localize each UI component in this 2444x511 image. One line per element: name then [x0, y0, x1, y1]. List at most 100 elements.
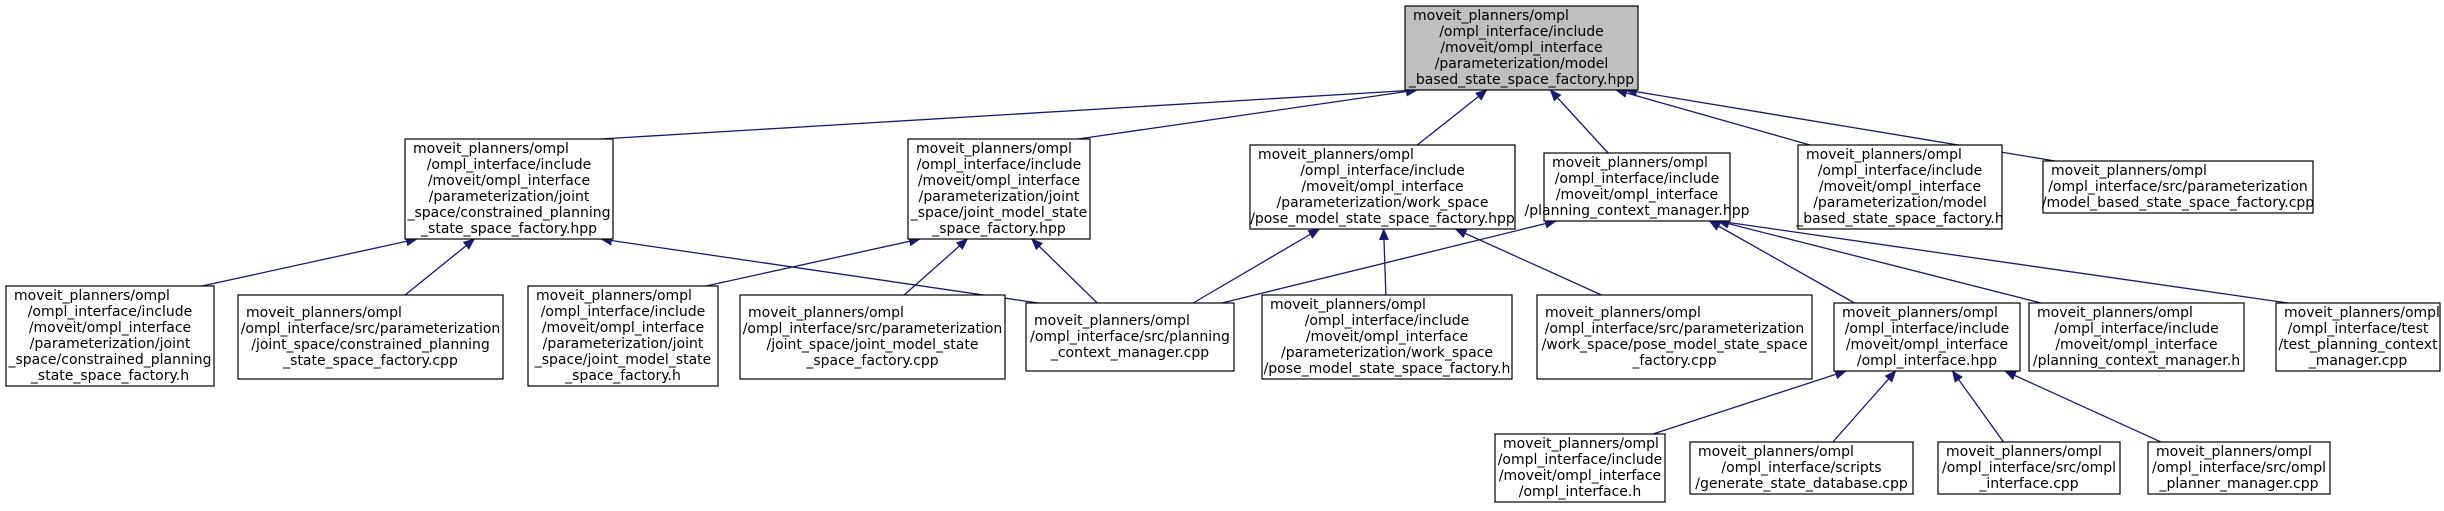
node-label-line: moveit_planners/ompl	[1503, 436, 1659, 452]
node-label-line: /moveit/ompl_interface	[1846, 337, 2008, 353]
node-box	[2028, 302, 2245, 372]
node-label-line: /generate_state_database.cpp	[1695, 476, 1908, 492]
node-pose_model_hpp[interactable]: moveit_planners/ompl/ompl_interface/incl…	[1249, 144, 1516, 230]
edge-joint_model_hpp-to-root	[1077, 86, 1418, 140]
node-box	[1025, 302, 1235, 372]
node-box	[907, 138, 1091, 240]
node-joint_model_h[interactable]: moveit_planners/ompl/ompl_interface/incl…	[527, 285, 719, 387]
node-ompl_interface_h[interactable]: moveit_planners/ompl/ompl_interface/incl…	[1494, 433, 1666, 503]
node-planning_context_manager_cpp[interactable]: moveit_planners/ompl/ompl_interface/src/…	[1025, 302, 1235, 372]
node-ompl_planner_manager[interactable]: moveit_planners/ompl/ompl_interface/src/…	[2147, 441, 2331, 495]
node-constrained_hpp[interactable]: moveit_planners/ompl/ompl_interface/incl…	[404, 138, 614, 240]
node-label-line: moveit_planners/ompl	[2051, 163, 2207, 179]
node-box	[739, 294, 1006, 380]
edge-constrained_h-to-constrained_hpp	[201, 236, 418, 287]
edge-planning_context_manager_cpp-to-joint_model_hpp	[1031, 238, 1098, 304]
node-constrained_cpp[interactable]: moveit_planners/ompl/ompl_interface/src/…	[237, 294, 504, 380]
node-label-line: /parameterization/work_space	[1277, 195, 1489, 211]
node-label-line: /ompl_interface/include	[1845, 321, 2010, 337]
node-ompl_interface_cpp[interactable]: moveit_planners/ompl/ompl_interface/src/…	[1937, 441, 2121, 495]
node-label-line: /parameterization/joint	[919, 189, 1080, 205]
node-label-line: _space_factory.hpp	[931, 221, 1066, 237]
node-label-line: /moveit/ompl_interface	[428, 173, 590, 189]
edge-pose_model_h-to-pose_model_hpp	[1379, 228, 1389, 296]
node-label-line: /parameterization/joint	[429, 189, 590, 205]
node-joint_model_hpp[interactable]: moveit_planners/ompl/ompl_interface/incl…	[907, 138, 1091, 240]
node-label-line: /moveit/ompl_interface	[1306, 329, 1468, 345]
node-label-line: /parameterization/model	[1435, 56, 1609, 72]
node-label-line: /moveit/ompl_interface	[1499, 468, 1661, 484]
node-label-line: /test_planning_context	[2278, 337, 2438, 353]
node-label-line: /joint_space/constrained_planning	[251, 337, 489, 353]
edge-planning_context_manager_hpp-to-root	[1549, 89, 1609, 154]
node-box	[404, 138, 614, 240]
node-constrained_h[interactable]: moveit_planners/ompl/ompl_interface/incl…	[5, 285, 215, 387]
node-planning_context_manager_hpp[interactable]: moveit_planners/ompl/ompl_interface/incl…	[1525, 152, 1750, 222]
node-test_planning_context_manager[interactable]: moveit_planners/ompl/ompl_interface/test…	[2275, 302, 2441, 372]
node-label-line: /parameterization/work_space	[1281, 345, 1493, 361]
node-label-line: /ompl_interface/include	[28, 304, 193, 320]
node-box	[1797, 144, 2003, 230]
node-label-line: moveit_planners/ompl	[1946, 444, 2102, 460]
node-box	[1833, 302, 2021, 372]
node-label-line: /ompl_interface/include	[2054, 321, 2219, 337]
node-label-line: _interface.cpp	[1978, 476, 2078, 492]
edge-ompl_interface_cpp-to-ompl_interface_hpp	[1951, 370, 2005, 443]
node-ompl_interface_hpp[interactable]: moveit_planners/ompl/ompl_interface/incl…	[1833, 302, 2021, 372]
node-label-line: /ompl_interface/src/ompl	[1942, 460, 2116, 476]
node-label-line: /parameterization/model	[1813, 195, 1987, 211]
node-model_based_h[interactable]: moveit_planners/ompl/ompl_interface/incl…	[1795, 144, 2004, 230]
node-label-line: moveit_planners/ompl	[536, 288, 692, 304]
node-label-line: /ompl_interface/src/parameterization	[1545, 321, 1805, 337]
edge-pose_model_hpp-to-root	[1416, 89, 1488, 146]
node-label-line: /ompl_interface/src/planning	[1030, 329, 1230, 345]
node-label-line: /ompl_interface/include	[541, 304, 706, 320]
node-label-line: /pose_model_state_space_factory.h	[1264, 361, 1511, 377]
node-label-line: _manager.cpp	[2308, 353, 2408, 369]
node-model_based_cpp[interactable]: moveit_planners/ompl/ompl_interface/src/…	[2042, 160, 2314, 214]
node-label-line: moveit_planners/ompl	[2156, 444, 2312, 460]
node-box	[2275, 302, 2441, 372]
node-pose_model_h[interactable]: moveit_planners/ompl/ompl_interface/incl…	[1261, 294, 1513, 380]
node-label-line: _state_space_factory.hpp	[420, 221, 597, 237]
node-label-line: /ompl_interface.hpp	[1857, 353, 1997, 369]
node-box	[2147, 441, 2331, 495]
node-label-line: _space/joint_model_state	[910, 205, 1088, 221]
node-label-line: /moveit/ompl_interface	[918, 173, 1080, 189]
node-label-line: /ompl_interface/test	[2288, 321, 2429, 337]
node-label-line: /ompl_interface/include	[427, 157, 592, 173]
node-label-line: _planner_manager.cpp	[2158, 476, 2318, 492]
node-label-line: _space_factory.h	[564, 368, 681, 384]
node-label-line: /ompl_interface/include	[1305, 313, 1470, 329]
node-label-line: _based_state_space_factory.hpp	[1408, 72, 1634, 88]
node-label-line: moveit_planners/ompl	[1552, 155, 1708, 171]
node-label-line: moveit_planners/ompl	[1842, 305, 1998, 321]
edge-joint_model_cpp-to-joint_model_hpp	[903, 238, 969, 296]
node-label-line: moveit_planners/ompl	[1545, 305, 1701, 321]
node-label-line: /ompl_interface/src/parameterization	[743, 321, 1003, 337]
node-label-line: _context_manager.cpp	[1050, 345, 1209, 361]
node-box	[2042, 160, 2314, 214]
node-planning_context_manager_h[interactable]: moveit_planners/ompl/ompl_interface/incl…	[2028, 302, 2245, 372]
node-label-line: moveit_planners/ompl	[1413, 8, 1569, 24]
node-box	[1404, 5, 1639, 91]
node-label-line: /moveit/ompl_interface	[1440, 40, 1602, 56]
node-label-line: /moveit/ompl_interface	[1819, 179, 1981, 195]
node-label-line: /ompl_interface/src/ompl	[2152, 460, 2326, 476]
edge-ompl_planner_manager-to-ompl_interface_hpp	[2004, 370, 2162, 443]
node-label-line: /pose_model_state_space_factory.hpp	[1250, 211, 1515, 227]
edge-generate_state_database-to-ompl_interface_hpp	[1832, 370, 1897, 443]
node-box	[527, 285, 719, 387]
node-label-line: /work_space/pose_model_state_space	[1542, 337, 1808, 353]
node-root[interactable]: moveit_planners/ompl/ompl_interface/incl…	[1404, 5, 1639, 91]
node-pose_model_cpp[interactable]: moveit_planners/ompl/ompl_interface/src/…	[1536, 294, 1813, 380]
node-label-line: /model_based_state_space_factory.cpp	[2042, 195, 2314, 211]
node-label-line: /planning_context_manager.h	[2033, 353, 2240, 369]
node-label-line: moveit_planners/ompl	[916, 141, 1072, 157]
node-joint_model_cpp[interactable]: moveit_planners/ompl/ompl_interface/src/…	[739, 294, 1006, 380]
edge-pose_model_cpp-to-pose_model_hpp	[1454, 228, 1602, 296]
node-generate_state_database[interactable]: moveit_planners/ompl/ompl_interface/scri…	[1689, 441, 1914, 495]
edge-planning_context_manager_cpp-to-constrained_hpp	[600, 235, 1039, 304]
node-label-line: moveit_planners/ompl	[1698, 444, 1854, 460]
node-label-line: _space/constrained_planning	[406, 205, 610, 221]
